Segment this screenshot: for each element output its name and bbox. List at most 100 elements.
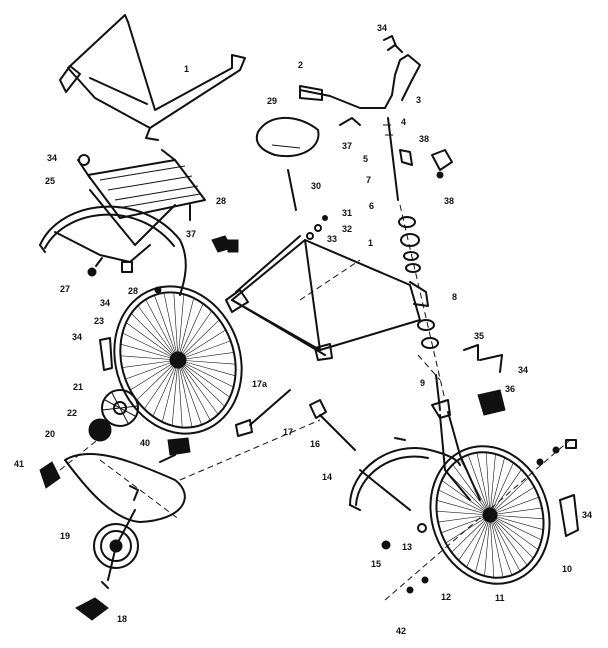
label-5: 5: [363, 154, 368, 164]
label-8: 8: [452, 292, 457, 302]
wheel-spoke: [177, 359, 236, 377]
rear-wheel: [113, 285, 243, 435]
wheel-spoke: [177, 319, 220, 361]
wheel-spoke: [489, 496, 539, 516]
wheel-spoke: [489, 514, 528, 566]
label-10: 10: [562, 564, 572, 574]
wheel-spoke: [489, 477, 529, 516]
label-1-top: 1: [184, 64, 189, 74]
wheel-spoke: [438, 489, 491, 516]
label-28-rack: 28: [216, 196, 226, 206]
label-38-right: 38: [444, 196, 454, 206]
label-19: 19: [60, 531, 70, 541]
label-35: 35: [474, 331, 484, 341]
label-7: 7: [366, 175, 371, 185]
kickstand: [309, 399, 356, 451]
wheel-spoke: [489, 457, 505, 516]
label-30: 30: [311, 181, 321, 191]
wheel-spoke: [451, 514, 491, 553]
brake-lever-small: [211, 235, 239, 253]
label-25: 25: [45, 176, 55, 186]
label-9: 9: [420, 378, 425, 388]
label-12: 12: [441, 592, 451, 602]
label-22: 22: [67, 408, 77, 418]
label-23: 23: [94, 316, 104, 326]
wheel-spoke: [489, 514, 495, 578]
label-38-top: 38: [419, 134, 429, 144]
label-29: 29: [267, 96, 277, 106]
label-28-mid: 28: [128, 286, 138, 296]
label-32: 32: [342, 224, 352, 234]
wheel-spoke: [154, 295, 179, 361]
wheel-spoke: [489, 462, 514, 516]
label-34-rack: 34: [47, 153, 57, 163]
label-16: 16: [310, 439, 320, 449]
handlebar: [299, 44, 421, 109]
label-11: 11: [495, 593, 505, 603]
wheel-spoke: [436, 500, 491, 516]
label-34-top: 34: [377, 23, 387, 33]
wheel-spoke: [120, 355, 179, 361]
label-14: 14: [322, 472, 332, 482]
wheel-spoke: [177, 310, 213, 361]
wheel-spoke: [177, 359, 225, 407]
rear-reflector: [99, 337, 113, 371]
headset-bearings: [398, 204, 446, 401]
saddle: [255, 116, 320, 158]
wheel-spoke: [484, 514, 491, 577]
wheel-spoke: [445, 514, 491, 544]
seat-clamp-bolts: [306, 215, 328, 240]
label-15: 15: [371, 559, 381, 569]
wheel-spoke: [489, 514, 542, 541]
wheel-spoke: [452, 464, 491, 516]
wheel-spoke: [489, 514, 534, 559]
chain: [64, 452, 186, 523]
shifter: [159, 437, 191, 463]
brake-rod: [235, 389, 291, 437]
rear-derailleur: [39, 461, 61, 489]
label-2: 2: [298, 60, 303, 70]
frame-part-top: [59, 14, 246, 141]
nut-15: [381, 540, 391, 550]
label-42: 42: [396, 626, 406, 636]
wheel-spoke: [161, 359, 179, 423]
wheel-spoke: [489, 514, 521, 572]
handlebar-stem: [383, 117, 413, 201]
label-37-mid: 37: [186, 229, 196, 239]
label-34-front: 34: [582, 510, 592, 520]
wheel-spoke: [177, 303, 204, 361]
label-33: 33: [327, 234, 337, 244]
nut-28: [154, 286, 162, 294]
main-frame: [225, 235, 429, 361]
label-1-main: 1: [368, 238, 373, 248]
label-34-reflector: 34: [72, 332, 82, 342]
wheel-spoke: [436, 510, 491, 516]
wheel-spoke: [177, 359, 211, 421]
wheel-spoke: [145, 299, 179, 361]
wheel-spoke: [122, 359, 179, 368]
nut-13: [417, 523, 427, 533]
wheel-spoke: [177, 359, 234, 388]
label-3: 3: [416, 95, 421, 105]
label-4: 4: [401, 117, 406, 127]
clip-37: [339, 117, 361, 126]
brake-caliper-top: [431, 149, 453, 179]
rear-fender: [39, 205, 187, 296]
wheel-spoke: [177, 359, 236, 365]
front-side-reflector: [559, 494, 579, 537]
freewheel: [88, 418, 112, 442]
wheel-spoke: [489, 514, 544, 530]
wheel-spoke: [173, 292, 179, 361]
rear-carrier-rack: [77, 149, 206, 246]
wheel-spoke: [125, 322, 179, 361]
wheel-spoke: [476, 452, 491, 516]
wheel-spoke: [177, 359, 231, 398]
wheel-spoke: [120, 343, 179, 361]
wheel-spoke: [485, 452, 491, 516]
wheel-spoke: [125, 359, 179, 380]
label-34-wheel: 34: [100, 298, 110, 308]
wheel-spoke: [122, 332, 179, 361]
wheel-spoke: [152, 359, 179, 417]
label-34-right: 34: [518, 365, 528, 375]
wheel-spoke: [177, 329, 226, 361]
